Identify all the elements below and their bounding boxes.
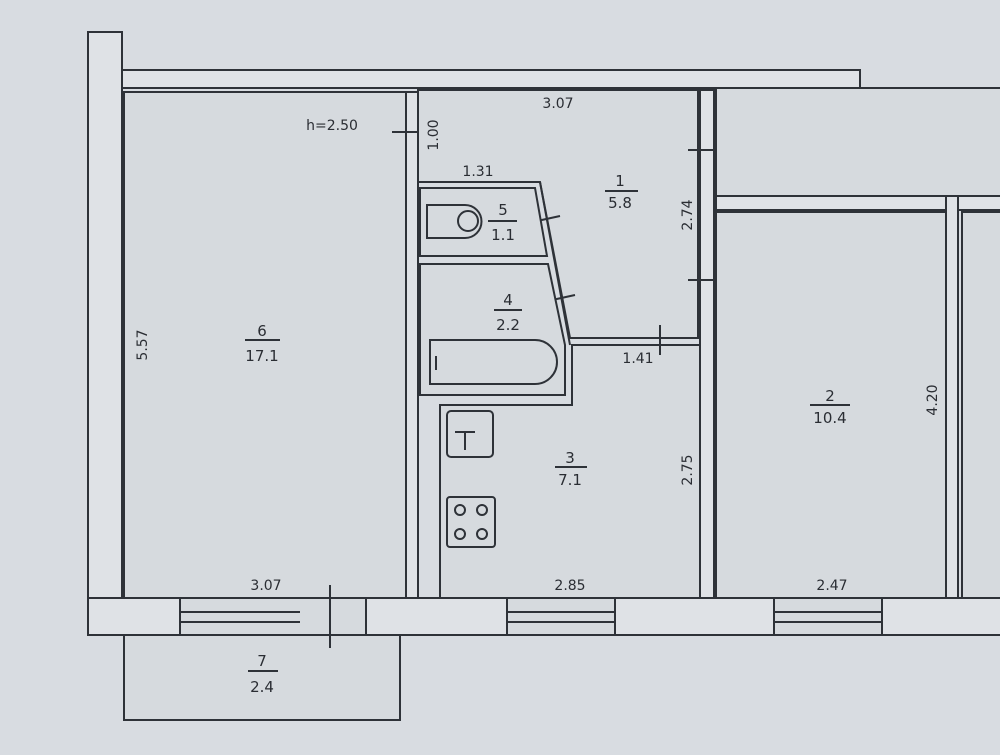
room-label-7: 72.4 [248,652,278,696]
room-5 [419,187,549,257]
ceiling-height: h=2.50 [306,118,358,134]
svg-text:1: 1 [615,172,625,190]
stove-icon [446,496,496,548]
left-outer-wall [87,31,123,636]
room-4 [419,263,566,396]
dim-room2-bottom: 2.47 [816,578,847,594]
adjacent-room [961,211,1000,599]
room-label-1: 15.8 [605,172,638,212]
svg-text:3: 3 [565,449,575,467]
dim-room6-left: 5.57 [135,329,151,360]
dim-room3-right: 2.75 [680,454,696,485]
room-1 [417,89,699,339]
wall [945,195,959,599]
room-6 [123,91,407,599]
svg-text:2.2: 2.2 [496,316,520,334]
room-label-3: 37.1 [555,449,587,489]
svg-text:10.4: 10.4 [813,409,846,427]
partition-wall [405,91,419,599]
window [773,597,883,636]
window [179,585,367,648]
svg-text:5.8: 5.8 [608,194,632,212]
svg-text:2: 2 [825,387,835,405]
svg-text:5: 5 [498,201,508,219]
svg-text:2.4: 2.4 [250,678,274,696]
window [506,597,616,636]
room-label-6: 617.1 [245,322,280,365]
toilet-icon [426,204,483,239]
room-label-2: 210.4 [810,387,850,427]
dim-room3-top: 1.41 [622,351,653,367]
svg-text:17.1: 17.1 [245,347,278,365]
bathtub-icon [429,339,558,385]
svg-text:6: 6 [257,322,267,340]
svg-text:1.1: 1.1 [491,226,515,244]
dim-room1-right: 2.74 [680,199,696,230]
wall [715,195,1000,211]
svg-text:4: 4 [503,291,513,309]
dim-room2-right: 4.20 [925,384,941,415]
dim-room1-top: 3.07 [542,96,573,112]
dim-wc-width: 1.31 [462,164,493,180]
balcony-room-7 [123,634,401,721]
slanted-wall [539,181,571,346]
room-label-5: 51.1 [488,201,517,244]
dim-room3-bottom: 2.85 [554,578,585,594]
sink-icon [446,410,494,458]
dim-door-height: 1.00 [426,119,442,150]
svg-text:7: 7 [257,652,267,670]
svg-text:7.1: 7.1 [558,471,582,489]
hall-area [715,87,1000,197]
partition-wall [699,89,715,599]
dim-room6-bottom: 3.07 [250,578,281,594]
room-label-4: 42.2 [494,291,522,334]
top-outer-wall [121,69,861,89]
